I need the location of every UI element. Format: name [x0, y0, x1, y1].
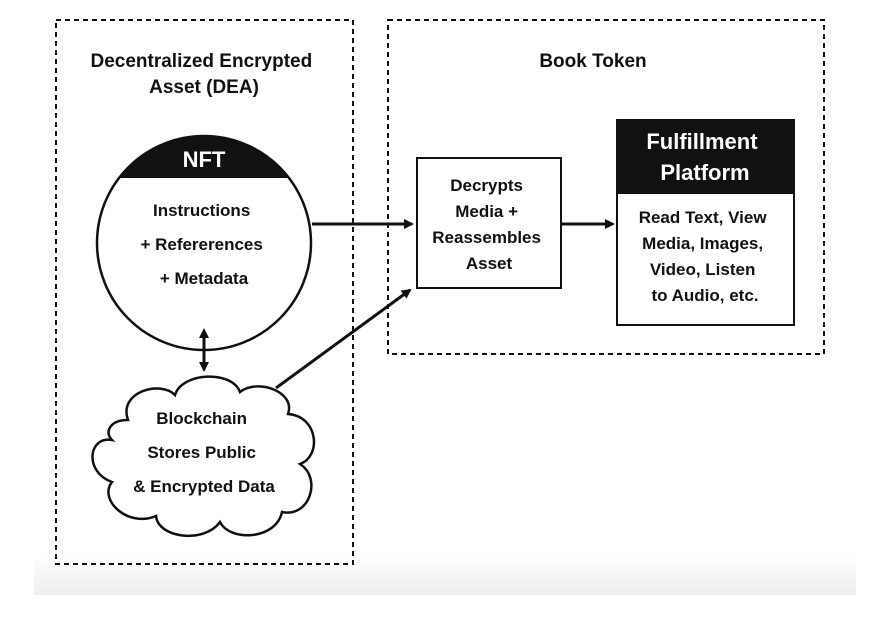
decrypt-line-4: Asset [466, 254, 513, 273]
dea-title-line-2: Asset (DEA) [149, 77, 259, 98]
bottom-band [34, 555, 856, 595]
book-token-title: Book Token [539, 51, 646, 72]
svg-text:Blockchain Stores Public: Blockchain Stores Public & Encrypted Dat… [133, 409, 275, 496]
decrypt-line-3: Reassembles [432, 228, 541, 247]
svg-text:Instructions + Refereren: Instructions + Refererences + Metadata [140, 201, 267, 288]
blockchain-line-2: Stores Public [147, 443, 256, 462]
svg-text:Decentralized Encrypted As: Decentralized Encrypted Asset (DEA) [90, 51, 317, 98]
fulfillment-box: Fulfillment Platform Read Text, View Med… [616, 119, 795, 326]
book-token-container [387, 19, 825, 355]
decrypt-line-2: Media + [455, 202, 518, 221]
decrypt-box: Decrypts Media + Reassembles Asset [416, 157, 562, 289]
svg-text:Decrypts Media + R: Decrypts Media + Reassembles Asset [432, 176, 545, 273]
fulfillment-body-line-1: Read Text, View [639, 208, 768, 227]
blockchain-to-decrypt-arrow [275, 288, 412, 390]
fulfillment-header-line-2: Platform [660, 160, 749, 185]
nft-circle: NFT Instructions + Refererences + Metada… [95, 134, 313, 352]
fulfillment-body-line-2: Media, Images, [642, 234, 763, 253]
blockchain-cloud: Blockchain Stores Public & Encrypted Dat… [91, 375, 316, 537]
fulfillment-body-line-4: to Audio, etc. [651, 286, 758, 305]
fulfillment-header-line-1: Fulfillment [646, 129, 758, 154]
blockchain-line-3: & Encrypted Data [133, 477, 275, 496]
svg-text:Fulfillment Platform: Fulfillment Platform [646, 129, 763, 185]
nft-header: NFT [183, 147, 226, 172]
nft-body-line-1: Instructions [153, 201, 250, 220]
dea-container [55, 19, 354, 565]
decrypt-line-1: Decrypts [450, 176, 523, 195]
nft-body-line-2: + Refererences [140, 235, 262, 254]
blockchain-line-1: Blockchain [156, 409, 247, 428]
nft-body-line-3: + Metadata [160, 269, 249, 288]
svg-text:Read Text, View Media, I: Read Text, View Media, Images, Video, Li… [639, 208, 772, 305]
dea-title-line-1: Decentralized Encrypted [90, 51, 312, 72]
fulfillment-body-line-3: Video, Listen [650, 260, 756, 279]
